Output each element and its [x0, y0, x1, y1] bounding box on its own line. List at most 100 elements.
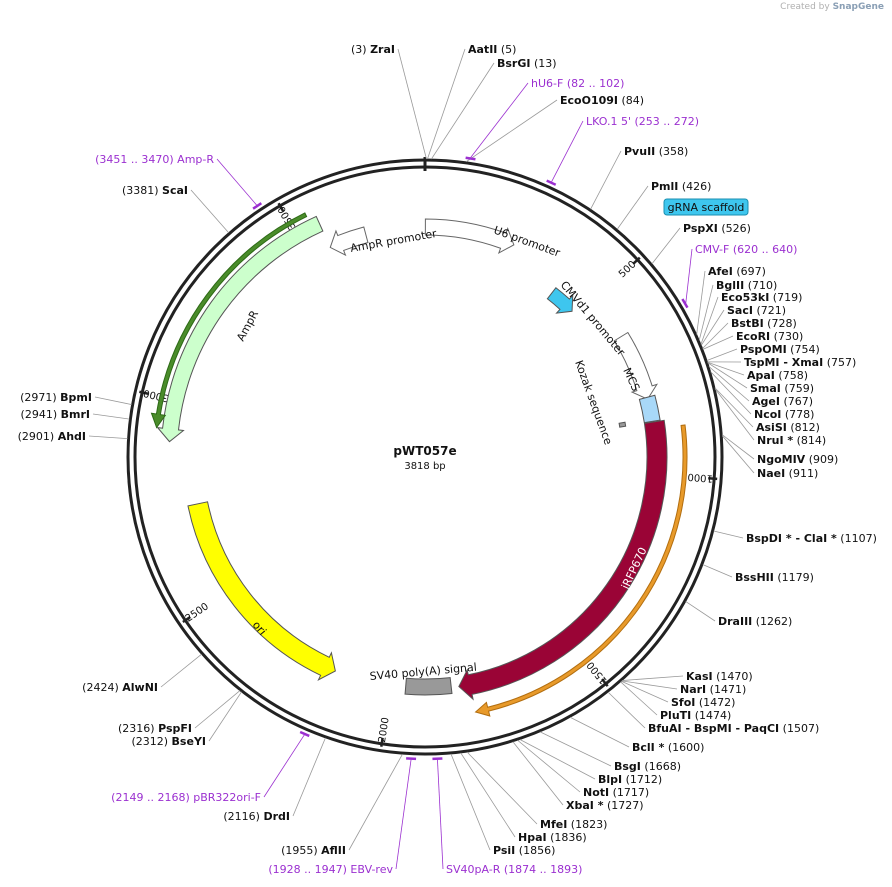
irfp670-strand [474, 424, 688, 717]
site-mfei: MfeI (1823) [540, 818, 607, 831]
site-leader [622, 675, 684, 681]
tick-mark [708, 476, 718, 481]
site-leader [517, 739, 581, 793]
site-saci: SacI (721) [727, 304, 786, 317]
site-pmli: PmlI (426) [651, 180, 711, 193]
site-leader [700, 296, 719, 345]
plasmid-name: pWT057e [393, 444, 456, 458]
primer-leader [685, 248, 693, 303]
site-leader [465, 99, 558, 163]
snapgene-logo: SnapGene [832, 2, 884, 12]
plasmid-length: 3818 bp [404, 461, 445, 472]
tick-label: 1000 [687, 471, 713, 484]
site-leader [427, 48, 466, 160]
site-leader [607, 691, 646, 729]
site-leader [621, 680, 669, 703]
site-leader [696, 270, 706, 335]
site-naei: NaeI (911) [757, 467, 818, 480]
tick-mark [139, 390, 149, 395]
tick-mark [601, 678, 609, 687]
site-sfoi: SfoI (1472) [671, 696, 735, 709]
site-agei: AgeI (767) [752, 395, 813, 408]
feature-label-cmvd1-promoter: CMVd1 promoter [558, 279, 628, 359]
primer-lko-1-5: LKO.1 5' (253 .. 272) [586, 115, 699, 128]
site-hpai: HpaI (1836) [518, 831, 587, 844]
tick-mark [277, 202, 285, 212]
credit-prefix: Created by [780, 2, 830, 12]
site-pspomi: PspOMI (754) [740, 343, 820, 356]
site-aatii: AatII (5) [468, 43, 516, 56]
primer-sv40pa-r: SV40pA-R (1874 .. 1893) [446, 863, 582, 876]
feature-sv40-poly-a-signal [404, 677, 453, 696]
site-bsrgi: BsrGI (13) [497, 57, 557, 70]
primer-leader [395, 759, 412, 870]
site-bsshii: BssHII (1179) [735, 571, 814, 584]
site-ahdi: (2901) AhdI [18, 430, 86, 443]
primer-mark [546, 179, 557, 186]
site-leader [92, 413, 130, 420]
site-leader [710, 371, 752, 415]
primer-mark [681, 298, 689, 309]
site-alwni: (2424) AlwNI [82, 681, 158, 694]
tick-mark [632, 256, 641, 265]
site-leader [702, 564, 733, 578]
site-bmri: (2941) BmrI [21, 408, 90, 421]
feature-kozak-sequence [618, 421, 627, 428]
site-pvuii: PvuII (358) [624, 145, 688, 158]
site-leader [512, 741, 564, 806]
site-ecoo109i: EcoO109I (84) [560, 94, 644, 107]
site-ecori: EcoRI (730) [736, 330, 803, 343]
callouts-layer: (3) ZraI AatII (5)BsrGI (13) EcoO109I (84)… [18, 43, 877, 876]
site-leader [208, 691, 242, 742]
features-layer [150, 212, 688, 717]
site-leader [519, 739, 596, 780]
primer-hu6-f: hU6-F (82 .. 102) [531, 77, 624, 90]
primer-mark [299, 730, 310, 738]
primer-leader [437, 759, 444, 870]
site-leader [708, 366, 750, 402]
site-psii: PsiI (1856) [493, 844, 555, 857]
feature-grna-scaffold [546, 287, 574, 314]
site-afei: AfeI (697) [708, 265, 766, 278]
primer-cmv-f: CMV-F (620 .. 640) [695, 243, 797, 256]
ampr-strand [150, 212, 308, 429]
site-leader [590, 150, 622, 210]
site-tspmi: TspMI - XmaI (757) [744, 356, 856, 369]
site-leader [707, 362, 748, 389]
site-leader [160, 653, 202, 688]
site-leader [397, 48, 427, 160]
site-bspdi: BspDI * - ClaI * (1107) [746, 532, 877, 545]
site-apai: ApaI (758) [747, 369, 808, 382]
tick-label: 1500 [585, 659, 609, 686]
site-leader [569, 716, 630, 748]
site-bfuai: BfuAI - BspMI - PaqCI (1507) [648, 722, 819, 735]
feature-label-kozak-sequence: Kozak sequence [572, 359, 615, 447]
site-leader [713, 530, 744, 539]
site-kasi: KasI (1470) [686, 670, 753, 683]
primer-pbr322ori-f: (2149 .. 2168) pBR322ori-F [111, 791, 261, 804]
site-leader [721, 434, 755, 460]
primer-ebv-rev: (1928 .. 1947) EBV-rev [268, 863, 393, 876]
site-leader [94, 396, 132, 405]
site-asisi: AsiSI (812) [756, 421, 820, 434]
site-nrui: NruI * (814) [757, 434, 826, 447]
feature-label-ampr: AmpR [234, 308, 261, 343]
feature-cmvd1-promoter [613, 331, 659, 400]
feature-ampr [156, 215, 324, 443]
site-leader [685, 601, 716, 622]
feature-mcs [638, 394, 661, 424]
primer-mark [465, 156, 476, 161]
site-bcli: BclI * (1600) [632, 741, 704, 754]
tick-label: 2500 [184, 601, 211, 624]
tick-mark [182, 615, 192, 624]
site-zrai: (3) ZraI [351, 43, 395, 56]
site-draiii: DraIII (1262) [718, 615, 792, 628]
grna-scaffold-callout [663, 198, 749, 216]
feature-irfp670 [458, 419, 668, 701]
primer-leader [551, 120, 584, 182]
site-leader [698, 284, 714, 341]
site-leader [460, 752, 516, 838]
site-leader [700, 309, 725, 346]
site-pspxi: PspXI (526) [683, 222, 751, 235]
site-eco53ki: Eco53kI (719) [721, 291, 802, 304]
